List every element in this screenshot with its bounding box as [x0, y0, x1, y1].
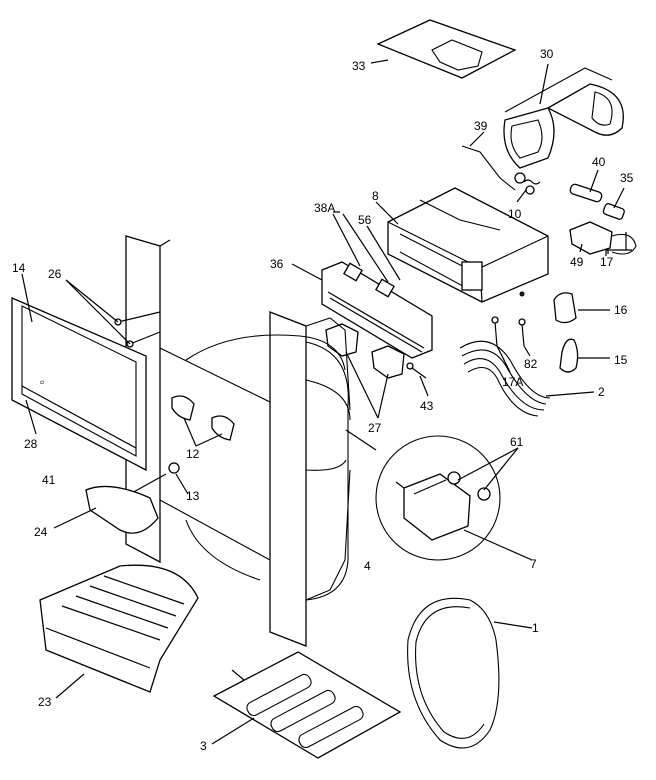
part-2-wire-harness — [459, 340, 551, 417]
part-1-gasket — [407, 597, 500, 749]
part-12-brackets — [171, 395, 235, 441]
callout-16: 16 — [614, 303, 628, 317]
callout-8: 8 — [372, 189, 379, 203]
part-23-drip-tray — [39, 564, 199, 693]
callout-17: 17 — [600, 255, 614, 269]
part-8-dispenser-housing — [387, 187, 549, 303]
callout-15: 15 — [614, 353, 628, 367]
callout-35: 35 — [620, 171, 634, 185]
part-40-tube — [569, 183, 603, 203]
part-3-heater-plate — [212, 651, 402, 759]
part-24-paddle — [85, 485, 159, 534]
part-10-spring — [523, 179, 541, 185]
callout-49: 49 — [570, 255, 584, 269]
callout-labels: 33 30 39 40 35 10 8 38A 56 36 49 17 16 8… — [12, 47, 634, 753]
callout-36: 36 — [270, 257, 284, 271]
callout-10: 10 — [508, 207, 522, 221]
callout-3: 3 — [200, 739, 207, 753]
part-36-front-panel — [321, 261, 433, 359]
part-17a-screw — [491, 316, 499, 347]
callout-38a: 38A — [314, 201, 335, 215]
callout-82: 82 — [524, 357, 538, 371]
part-33-cover-plate — [376, 19, 517, 79]
part-49-switch-block — [569, 221, 637, 256]
part-14-display-panel: ▫ — [11, 297, 147, 472]
leader-lines — [21, 59, 625, 745]
callout-41: 41 — [42, 473, 56, 487]
part-39-actuator — [461, 145, 535, 195]
callout-7: 7 — [530, 557, 537, 571]
part-27-clip-b — [371, 345, 405, 379]
callout-43: 43 — [420, 399, 434, 413]
callout-40: 40 — [592, 155, 606, 169]
callout-12: 12 — [186, 447, 200, 461]
callout-30: 30 — [540, 47, 554, 61]
part-4-drum — [305, 341, 349, 601]
callout-39: 39 — [474, 119, 488, 133]
svg-text:▫: ▫ — [40, 375, 44, 389]
callout-26: 26 — [48, 267, 62, 281]
callout-56: 56 — [358, 213, 372, 227]
callout-14: 14 — [12, 261, 26, 275]
callout-1: 1 — [532, 621, 539, 635]
callout-13: 13 — [186, 489, 200, 503]
part-82-screw — [518, 318, 526, 347]
callout-17a: 17A — [502, 375, 523, 389]
callout-33: 33 — [352, 59, 366, 73]
part-43-screw — [406, 362, 427, 379]
callout-23: 23 — [38, 695, 52, 709]
part-16-socket — [553, 292, 577, 324]
callout-24: 24 — [34, 525, 48, 539]
callout-4: 4 — [364, 559, 371, 573]
callout-27: 27 — [368, 421, 382, 435]
callout-61: 61 — [510, 435, 524, 449]
part-7-switch-detail — [345, 429, 501, 561]
part-27-clip-a — [325, 323, 359, 357]
callout-28: 28 — [24, 437, 38, 451]
callout-2: 2 — [598, 385, 605, 399]
part-30-housing — [503, 67, 624, 169]
part-13-washer — [129, 462, 180, 495]
part-35-plug — [602, 203, 625, 220]
part-15-bulb — [559, 338, 579, 373]
